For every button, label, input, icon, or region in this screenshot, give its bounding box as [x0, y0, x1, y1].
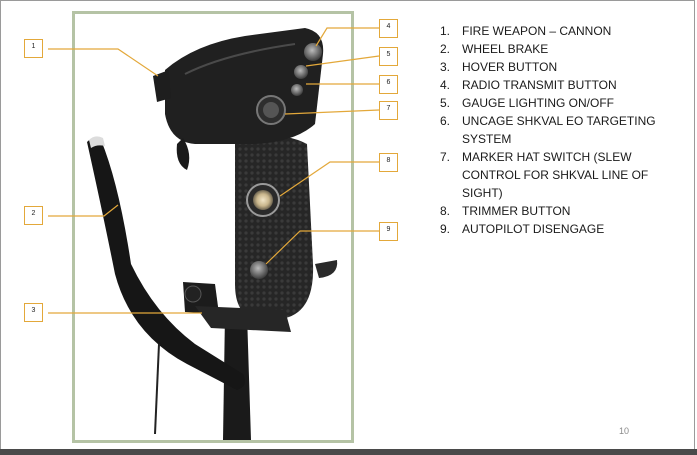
legend-text: FIRE WEAPON – CANNON — [462, 24, 612, 38]
callout-9: 9 — [379, 222, 398, 241]
legend-number: 7. — [440, 150, 451, 164]
legend-item: 6. UNCAGE SHKVAL EO TARGETING SYSTEM — [440, 112, 690, 148]
legend-text: WHEEL BRAKE — [462, 42, 549, 56]
callout-8: 8 — [379, 153, 398, 172]
legend-text: UNCAGE SHKVAL EO TARGETING SYSTEM — [462, 114, 656, 146]
callout-3: 3 — [24, 303, 43, 322]
legend-item: 5. GAUGE LIGHTING ON/OFF — [440, 94, 690, 112]
legend-item: 1. FIRE WEAPON – CANNON — [440, 22, 690, 40]
bottom-edge-bar — [0, 449, 697, 455]
legend-text: TRIMMER BUTTON — [462, 204, 571, 218]
callout-5: 5 — [379, 47, 398, 66]
function-legend: 1. FIRE WEAPON – CANNON 2. WHEEL BRAKE 3. H… — [440, 22, 690, 238]
legend-text: GAUGE LIGHTING ON/OFF — [462, 96, 615, 110]
callout-6: 6 — [379, 75, 398, 94]
legend-item: 8. TRIMMER BUTTON — [440, 202, 690, 220]
legend-number: 3. — [440, 60, 451, 74]
legend-item: 9. AUTOPILOT DISENGAGE — [440, 220, 690, 238]
legend-item: 3. HOVER BUTTON — [440, 58, 690, 76]
legend-text: RADIO TRANSMIT BUTTON — [462, 78, 617, 92]
callout-1: 1 — [24, 39, 43, 58]
legend-item: 7. MARKER HAT SWITCH (SLEW CONTROL FOR SH… — [440, 148, 690, 202]
callout-7: 7 — [379, 101, 398, 120]
legend-number: 6. — [440, 114, 451, 128]
legend-text: MARKER HAT SWITCH (SLEW CONTROL FOR SHKV… — [462, 150, 649, 200]
callout-2: 2 — [24, 206, 43, 225]
cyclic-stick-illustration — [87, 28, 338, 440]
legend-item: 4. RADIO TRANSMIT BUTTON — [440, 76, 690, 94]
legend-item: 2. WHEEL BRAKE — [440, 40, 690, 58]
legend-number: 9. — [440, 222, 451, 236]
legend-text: AUTOPILOT DISENGAGE — [462, 222, 605, 236]
legend-number: 4. — [440, 78, 451, 92]
legend-number: 2. — [440, 42, 451, 56]
cyclic-stick-photo — [72, 11, 354, 443]
legend-number: 1. — [440, 24, 451, 38]
legend-text: HOVER BUTTON — [462, 60, 558, 74]
callout-4: 4 — [379, 19, 398, 38]
legend-number: 5. — [440, 96, 451, 110]
page-number: 10 — [619, 426, 630, 436]
legend-number: 8. — [440, 204, 451, 218]
